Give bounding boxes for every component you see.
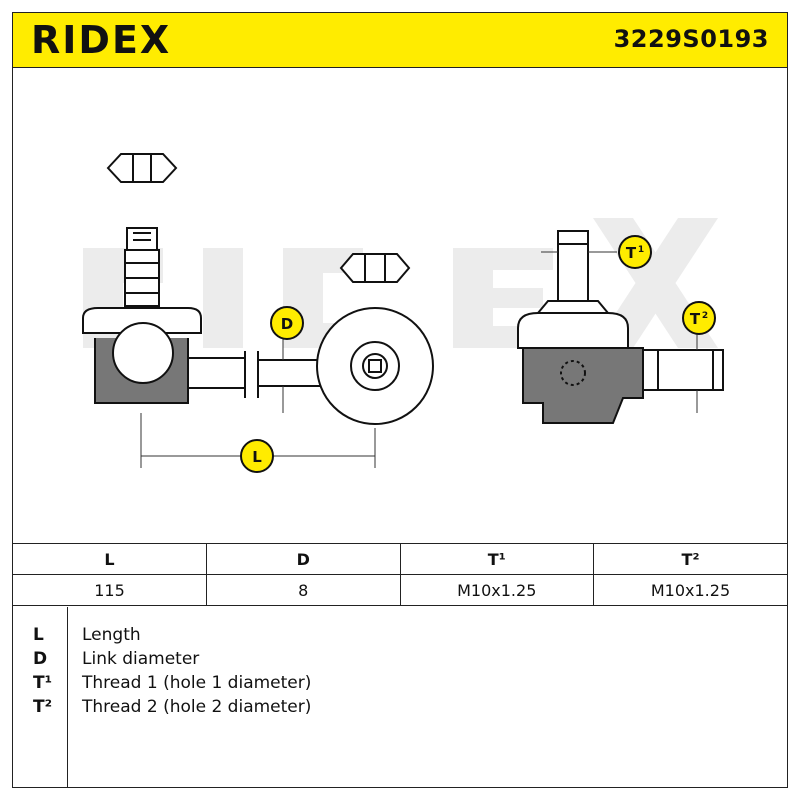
ball-joint-right-icon <box>517 230 724 424</box>
header-cell-d: D <box>206 543 401 575</box>
header-cell-t1: T¹ <box>399 543 594 575</box>
spec-table: L D T¹ T² 115 8 M10x1.25 M10x1.25 <box>13 543 787 606</box>
value-cell-d: 8 <box>206 574 401 606</box>
legend-item: T² Thread 2 (hole 2 diameter) <box>13 697 787 721</box>
legend-symbol: T² <box>33 697 53 717</box>
spec-table-value-row: 115 8 M10x1.25 M10x1.25 <box>13 574 787 606</box>
ridex-logo: RIDEX <box>31 19 171 61</box>
nut-center-icon <box>339 253 411 283</box>
svg-text:2: 2 <box>702 311 708 321</box>
legend-item: L Length <box>13 625 787 649</box>
nut-left-icon <box>106 153 178 183</box>
ball-joint-left-icon <box>82 227 245 404</box>
legend-divider <box>67 607 68 787</box>
legend-description: Thread 1 (hole 1 diameter) <box>82 673 312 693</box>
legend-description: Thread 2 (hole 2 diameter) <box>82 697 312 717</box>
label-d: D <box>270 306 304 340</box>
legend-item: T¹ Thread 1 (hole 1 diameter) <box>13 673 787 697</box>
drawing-canvas: D L T 1 T 2 <box>82 153 724 473</box>
legend: L Length D Link diameter T¹ Thread 1 (ho… <box>13 607 787 787</box>
svg-text:D: D <box>281 315 293 333</box>
value-cell-t2: M10x1.25 <box>593 574 787 606</box>
legend-description: Link diameter <box>82 649 200 669</box>
header-bar: RIDEX 3229S0193 <box>13 13 787 68</box>
value-cell-t1: M10x1.25 <box>399 574 594 606</box>
svg-text:RIDEX: RIDEX <box>31 19 171 61</box>
header-cell-t2: T² <box>593 543 787 575</box>
legend-description: Length <box>82 625 141 645</box>
svg-text:T: T <box>690 310 701 328</box>
svg-text:T: T <box>626 244 637 262</box>
label-t1: T 1 <box>618 235 652 269</box>
spec-table-header-row: L D T¹ T² <box>13 543 787 575</box>
label-l: L <box>240 439 274 473</box>
technical-drawing: D L T 1 T 2 <box>13 68 787 543</box>
legend-item: D Link diameter <box>13 649 787 673</box>
legend-symbol: T¹ <box>33 673 53 693</box>
label-t2: T 2 <box>682 301 716 335</box>
legend-symbol: L <box>33 625 44 645</box>
ball-joint-end-view-icon <box>316 307 434 425</box>
legend-symbol: D <box>33 649 48 669</box>
header-cell-l: L <box>13 543 207 575</box>
spec-sheet: RIDEX 3229S0193 <box>12 12 788 788</box>
part-number: 3229S0193 <box>613 25 769 53</box>
svg-text:L: L <box>252 448 262 466</box>
svg-text:1: 1 <box>638 245 644 255</box>
link-rod <box>244 351 323 398</box>
value-cell-l: 115 <box>13 574 207 606</box>
